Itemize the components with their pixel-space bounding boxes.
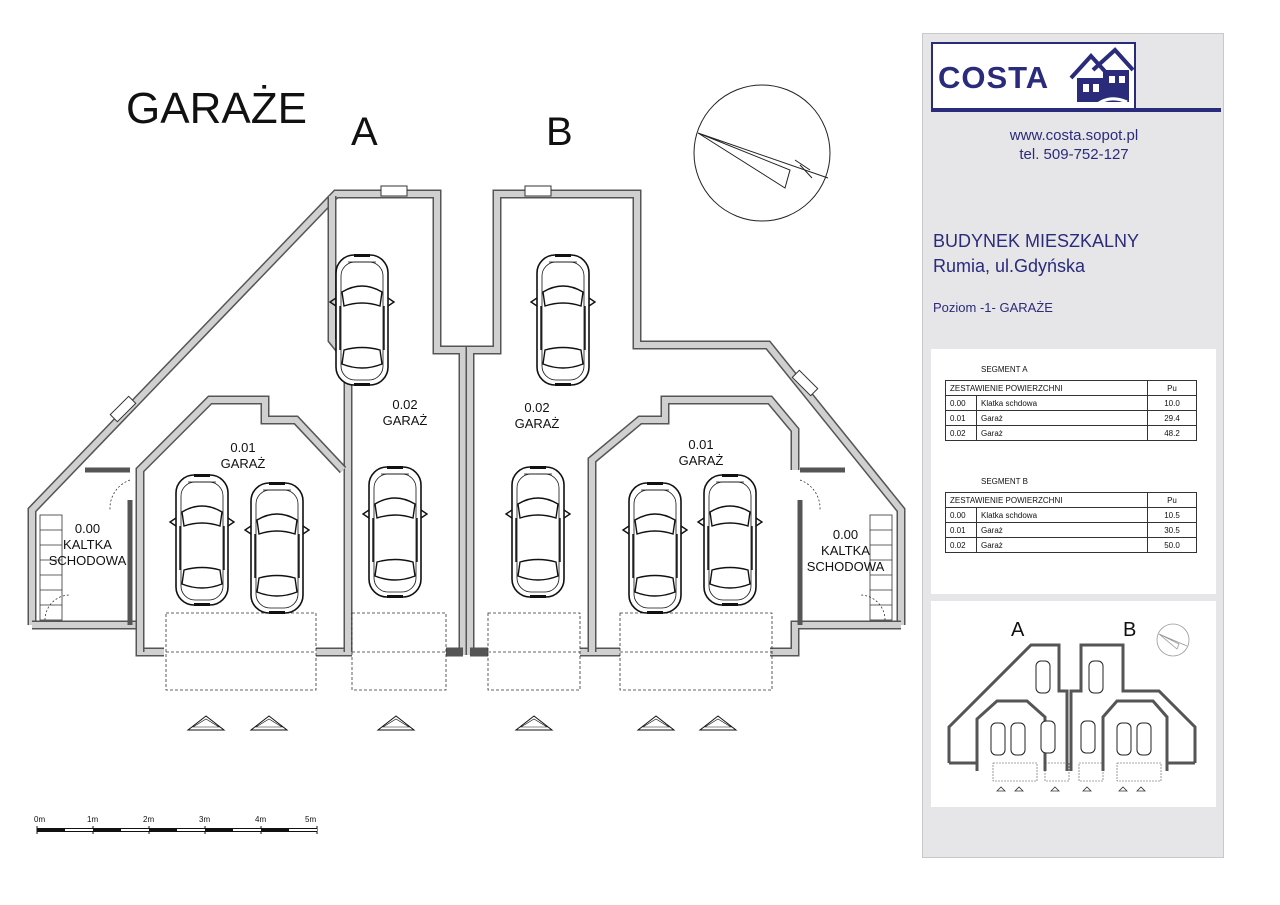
car-icon (169, 473, 235, 607)
scale-label: 1m (87, 815, 99, 824)
mini-floor-plan (947, 623, 1197, 792)
entrance-arrow-icon (699, 715, 737, 731)
scale-label: 5m (305, 815, 317, 824)
scale-bar (36, 826, 318, 834)
building-a-label: A (351, 110, 378, 154)
house-logo-icon (1069, 47, 1135, 108)
segment-b-table: ZESTAWIENIE POWIERZCHNI Pu 0.00 Klatka s… (945, 492, 1197, 553)
entrance-arrow-icon (637, 715, 675, 731)
table-header-label: ZESTAWIENIE POWIERZCHNI (945, 492, 1148, 508)
company-logo: COSTA (931, 42, 1136, 110)
mini-plan-box: A B (931, 601, 1216, 807)
project-location: Rumia, ul.Gdyńska (933, 256, 1086, 276)
scale-label: 4m (255, 815, 267, 824)
table-header-unit: Pu (1147, 380, 1197, 396)
entrance-arrow-icon (250, 715, 288, 731)
table-header-label: ZESTAWIENIE POWIERZCHNI (945, 380, 1148, 396)
area-summary: SEGMENT A ZESTAWIENIE POWIERZCHNI Pu 0.0… (931, 349, 1216, 594)
scale-label: 0m (34, 815, 46, 824)
scale-label: 3m (199, 815, 211, 824)
phone-number: tel. 509-752-127 (1019, 146, 1129, 163)
table-row: 0.01 Garaż 29.4 (945, 410, 1197, 426)
segment-b-title: SEGMENT B (981, 477, 1028, 486)
floor-plan (27, 84, 906, 834)
car-icon (622, 481, 688, 615)
mini-building-b-label: B (1123, 619, 1137, 641)
table-row: 0.00 Klatka schdowa 10.5 (945, 507, 1197, 523)
project-title: BUDYNEK MIESZKALNY (933, 231, 1140, 251)
car-icon (697, 473, 763, 607)
logo-underline (931, 108, 1221, 112)
table-row: 0.01 Garaż 30.5 (945, 522, 1197, 538)
car-icon (505, 465, 571, 599)
website-link[interactable]: www.costa.sopot.pl (1009, 127, 1139, 144)
logo-text: COSTA (938, 60, 1050, 95)
north-arrow-icon (693, 84, 831, 222)
entrance-arrow-icon (187, 715, 225, 731)
table-header: ZESTAWIENIE POWIERZCHNI Pu (945, 492, 1197, 508)
table-header-unit: Pu (1147, 492, 1197, 508)
page-title: GARAŻE (126, 84, 307, 133)
scale-label: 2m (143, 815, 155, 824)
mini-building-a-label: A (1011, 619, 1025, 641)
car-icon (530, 253, 596, 387)
table-row: 0.00 Klatka schdowa 10.0 (945, 395, 1197, 411)
segment-a-table: ZESTAWIENIE POWIERZCHNI Pu 0.00 Klatka s… (945, 380, 1197, 441)
car-icon (244, 481, 310, 615)
info-panel: COSTA www.costa.sopot.pl tel. 509-752-12… (922, 33, 1224, 858)
entrance-arrow-icon (515, 715, 553, 731)
car-icon (329, 253, 395, 387)
table-row: 0.02 Garaż 48.2 (945, 425, 1197, 441)
segment-a-title: SEGMENT A (981, 365, 1028, 374)
car-icon (362, 465, 428, 599)
table-row: 0.02 Garaż 50.0 (945, 537, 1197, 553)
entrance-arrow-icon (377, 715, 415, 731)
building-b-label: B (546, 110, 573, 154)
level-label: Poziom -1- GARAŻE (933, 300, 1053, 315)
table-header: ZESTAWIENIE POWIERZCHNI Pu (945, 380, 1197, 396)
